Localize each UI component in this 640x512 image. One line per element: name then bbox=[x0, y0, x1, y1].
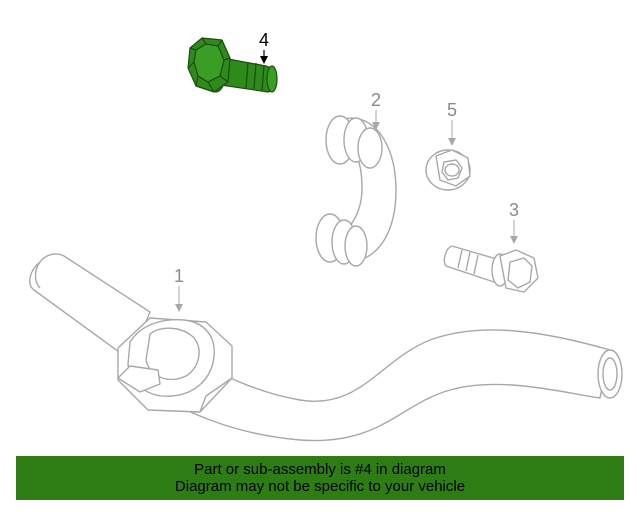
callout-3: 3 bbox=[509, 200, 519, 220]
banner-line-2: Diagram may not be specific to your vehi… bbox=[174, 478, 466, 495]
callout-1: 1 bbox=[174, 266, 184, 286]
callout-5: 5 bbox=[447, 100, 457, 120]
part-3-bolt[interactable] bbox=[443, 245, 539, 293]
banner-line-1: Part or sub-assembly is #4 in diagram bbox=[194, 461, 446, 478]
part-4-flange-bolt[interactable] bbox=[187, 37, 278, 93]
part-1-stabilizer-bar[interactable] bbox=[29, 253, 623, 442]
part-2-stabilizer-link[interactable] bbox=[315, 115, 397, 267]
callout-4: 4 bbox=[259, 30, 269, 50]
callout-leaders bbox=[175, 50, 518, 312]
parts-diagram: 1 2 3 4 5 bbox=[29, 30, 623, 442]
part-5-hex-nut[interactable] bbox=[425, 149, 471, 191]
info-banner: Part or sub-assembly is #4 in diagram Di… bbox=[16, 456, 624, 500]
callout-2: 2 bbox=[371, 90, 381, 110]
